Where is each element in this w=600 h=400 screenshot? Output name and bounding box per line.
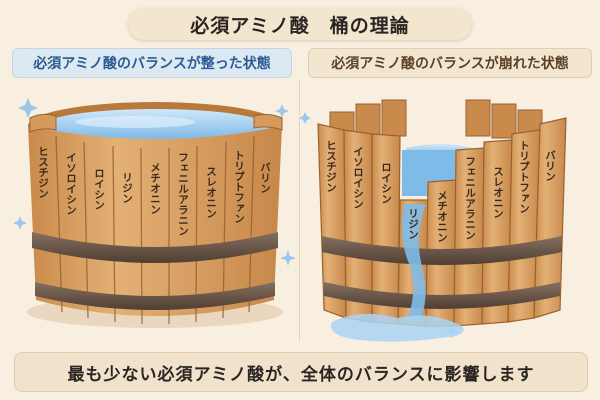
stave-label: トリプトファン: [518, 140, 530, 214]
water-puddle: [331, 313, 464, 342]
stave-label: リジン: [121, 172, 133, 204]
stave-label: フェニルアラニン: [177, 152, 189, 236]
page-title: 必須アミノ酸 桶の理論: [128, 8, 472, 40]
stave-label: ヒスチジン: [37, 146, 49, 199]
stave-label: スレオニン: [492, 166, 504, 219]
stave-label: ロイシン: [93, 168, 105, 210]
stave-label: フェニルアラニン: [464, 156, 476, 240]
unbalanced-heading: 必須アミノ酸のバランスが崩れた状態: [308, 48, 592, 78]
balanced-barrel: ヒスチジン イソロイシン ロイシン リジン メチオニン フェニルアラニン スレオ…: [27, 102, 283, 328]
panel-divider: [299, 80, 300, 342]
stave-label: スレオニン: [205, 166, 217, 219]
balanced-heading: 必須アミノ酸のバランスが整った状態: [12, 48, 292, 78]
stave-label: イソロイシン: [65, 152, 77, 215]
water-leak: [402, 204, 426, 322]
stave-label: メチオニン: [436, 190, 448, 243]
stave-label: バリン: [544, 150, 556, 182]
stave-label: ヒスチジン: [325, 140, 337, 193]
unbalanced-barrel: ヒスチジン イソロイシン ロイシン リジン メチオニン フェニルアラニン スレオ…: [317, 99, 567, 342]
stave-label: メチオニン: [149, 162, 161, 215]
stave-label: リジン: [407, 208, 419, 240]
caption-bar: 最も少ない必須アミノ酸が、全体のバランスに影響します: [14, 352, 588, 392]
stave-label: トリプトファン: [233, 150, 245, 224]
stave-label: ロイシン: [380, 162, 392, 204]
stave-label: イソロイシン: [352, 146, 364, 209]
stave-label: バリン: [259, 162, 271, 194]
